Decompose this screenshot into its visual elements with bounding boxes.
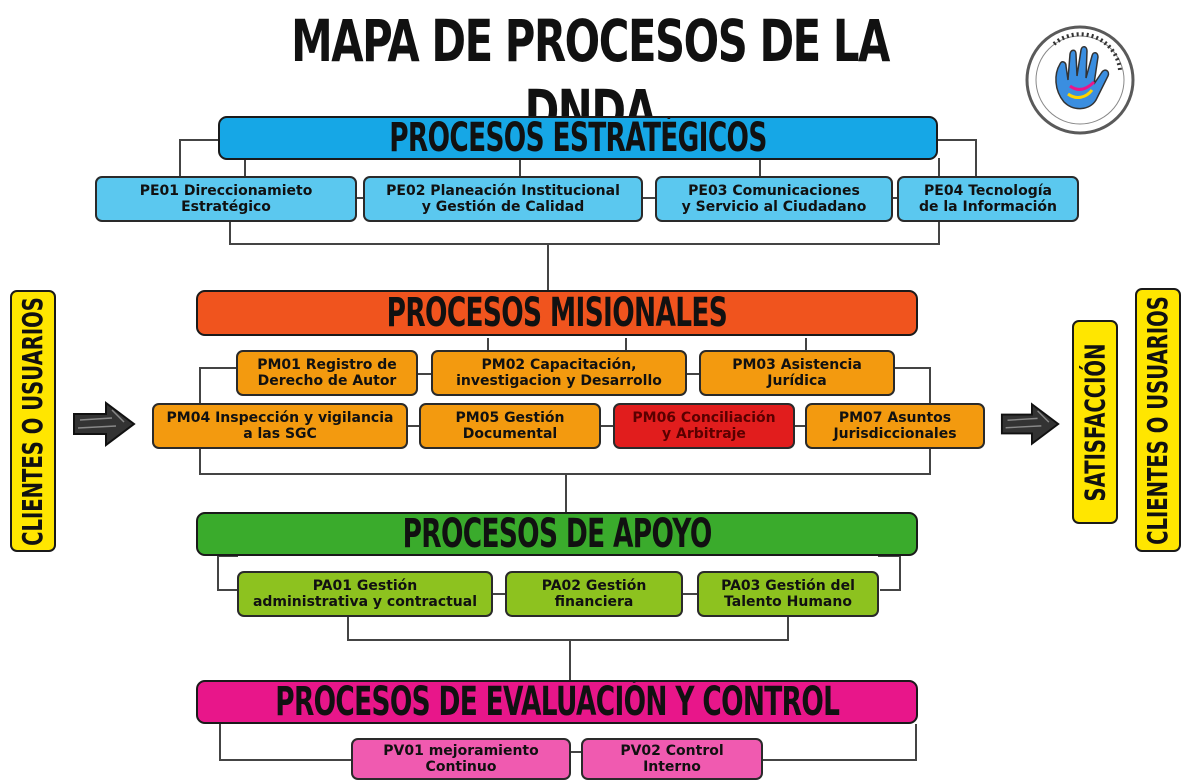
left-clientes-usuarios-text: CLIENTES O USUARIOS <box>16 296 50 546</box>
process-pv01[interactable]: PV01 mejoramiento Continuo <box>351 738 571 780</box>
process-pa03-label: PA03 Gestión del Talento Humano <box>721 578 855 610</box>
process-pa02-label: PA02 Gestión financiera <box>541 578 647 610</box>
process-pa01[interactable]: PA01 Gestión administrativa y contractua… <box>237 571 493 617</box>
satisfaccion-text: SATISFACCIÓN <box>1078 343 1112 501</box>
process-pm06[interactable]: PM06 Conciliación y Arbitraje <box>613 403 795 449</box>
process-pm06-label: PM06 Conciliación y Arbitraje <box>632 410 776 442</box>
process-pm07-label: PM07 Asuntos Jurisdiccionales <box>833 410 957 442</box>
process-pm07[interactable]: PM07 Asuntos Jurisdiccionales <box>805 403 985 449</box>
process-pv02[interactable]: PV02 Control Interno <box>581 738 763 780</box>
process-pa01-label: PA01 Gestión administrativa y contractua… <box>252 578 478 610</box>
process-pe03-label: PE03 Comunicaciones y Servicio al Ciudad… <box>681 183 867 215</box>
header-procesos-misionales: PROCESOS MISIONALES <box>196 290 918 336</box>
left-clientes-usuarios-label: CLIENTES O USUARIOS <box>10 290 56 552</box>
page-title: MAPA DE PROCESOS DE LA DNDA <box>291 7 890 145</box>
arrow-right-icon <box>1000 402 1060 446</box>
header-procesos-apoyo-label: PROCESOS DE APOYO <box>402 512 712 556</box>
process-pm03[interactable]: PM03 Asistencia Jurídica <box>699 350 895 396</box>
header-procesos-misionales-label: PROCESOS MISIONALES <box>386 290 728 336</box>
process-pm02[interactable]: PM02 Capacitación, investigacion y Desar… <box>431 350 687 396</box>
process-pe01-label: PE01 Direccionamieto Estratégico <box>139 183 313 215</box>
process-pm05-label: PM05 Gestión Documental <box>455 410 565 442</box>
process-pv02-label: PV02 Control Interno <box>620 743 724 775</box>
process-pe02-label: PE02 Planeación Institucional y Gestión … <box>386 183 620 215</box>
process-pa03[interactable]: PA03 Gestión del Talento Humano <box>697 571 879 617</box>
process-pe01[interactable]: PE01 Direccionamieto Estratégico <box>95 176 357 222</box>
process-pe03[interactable]: PE03 Comunicaciones y Servicio al Ciudad… <box>655 176 893 222</box>
process-pm03-label: PM03 Asistencia Jurídica <box>732 357 862 389</box>
process-pe02[interactable]: PE02 Planeación Institucional y Gestión … <box>363 176 643 222</box>
process-pm01[interactable]: PM01 Registro de Derecho de Autor <box>236 350 418 396</box>
process-pe04[interactable]: PE04 Tecnología de la Información <box>897 176 1079 222</box>
right-clientes-usuarios-text: CLIENTES O USUARIOS <box>1141 295 1175 545</box>
process-pm01-label: PM01 Registro de Derecho de Autor <box>257 357 397 389</box>
hand-logo-icon <box>1025 25 1135 135</box>
header-procesos-evaluacion: PROCESOS DE EVALUACIÓN Y CONTROL <box>196 680 918 724</box>
header-procesos-estrategicos-label: PROCESOS ESTRATÉGICOS <box>389 116 767 160</box>
process-pe04-label: PE04 Tecnología de la Información <box>918 183 1058 215</box>
right-clientes-usuarios-label: CLIENTES O USUARIOS <box>1135 288 1181 552</box>
header-procesos-apoyo: PROCESOS DE APOYO <box>196 512 918 556</box>
header-procesos-evaluacion-label: PROCESOS DE EVALUACIÓN Y CONTROL <box>275 680 840 724</box>
satisfaccion-label: SATISFACCIÓN <box>1072 320 1118 524</box>
process-pv01-label: PV01 mejoramiento Continuo <box>383 743 539 775</box>
process-pm05[interactable]: PM05 Gestión Documental <box>419 403 601 449</box>
header-procesos-estrategicos: PROCESOS ESTRATÉGICOS <box>218 116 938 160</box>
process-pa02[interactable]: PA02 Gestión financiera <box>505 571 683 617</box>
arrow-right-icon <box>73 401 136 447</box>
process-pm02-label: PM02 Capacitación, investigacion y Desar… <box>456 357 662 389</box>
process-pm04-label: PM04 Inspección y vigilancia a las SGC <box>166 410 394 442</box>
process-pm04[interactable]: PM04 Inspección y vigilancia a las SGC <box>152 403 408 449</box>
